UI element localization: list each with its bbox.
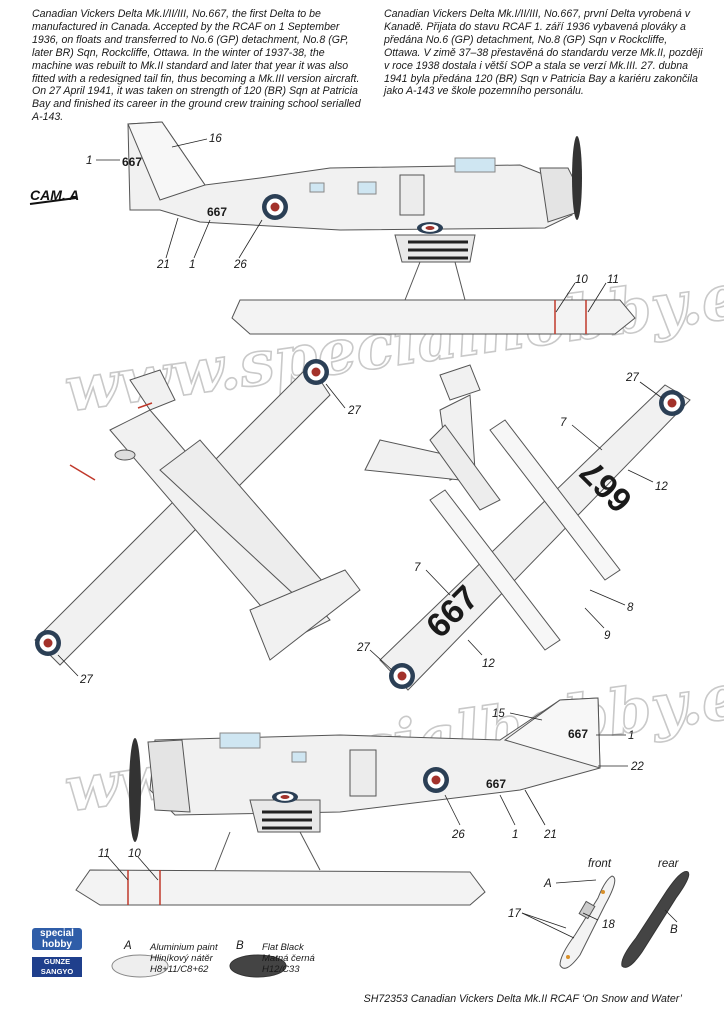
callout: 9 [604,630,611,642]
roundel-wing-bottom [272,791,298,803]
propeller-front-label: front [588,858,612,870]
callout: 7 [414,562,421,574]
callout: 10 [128,848,141,860]
callout: 26 [451,829,465,841]
footer-caption: SH72353 Canadian Vickers Delta Mk.II RCA… [363,993,682,1005]
callout: 1 [628,730,634,742]
callout: 18 [602,919,615,931]
callout: 27 [347,405,361,417]
callout: 27 [356,642,370,654]
registration-tail-top: 667 [122,155,142,169]
callout: 11 [98,848,110,860]
callout: 7 [560,417,567,429]
special-hobby-logo: special hobby [32,928,82,950]
callout: 21 [156,259,170,271]
propeller-rear-label: rear [658,858,680,870]
registration-fuselage-bottom: 667 [486,777,506,791]
callout: 1 [189,259,195,271]
roundel-fuselage-top [262,194,288,220]
legend-swatch-aluminium [111,954,169,978]
callout: 1 [86,155,92,167]
roundel-wing-left-b [35,630,61,656]
callout: 26 [233,259,247,271]
description-czech: Canadian Vickers Delta Mk.I/II/III, No.6… [384,8,703,98]
callout: 8 [627,602,634,614]
registration-fuselage-top: 667 [207,205,227,219]
callout: 1 [512,829,518,841]
callout: 27 [79,674,93,686]
callout: 21 [543,829,557,841]
callout: 16 [209,133,222,145]
callout: 15 [492,708,505,720]
plan-view-right [364,364,691,691]
legend-text-a: Aluminium paint Hliníkový nátěr H8+11/C8… [150,942,218,975]
roundel-wing-left-a [303,359,329,385]
roundel-wing-top [417,222,443,234]
callout: 10 [575,274,588,286]
callout: B [670,924,678,936]
legend-letter-b: B [236,940,244,952]
callout: A [543,878,552,890]
legend-text-b: Flat Black Matná černá H12/C33 [262,942,315,975]
callout: 12 [655,481,668,493]
propeller-rear [621,870,690,968]
callout: 12 [482,658,495,670]
roundel-wing-right-a [659,390,685,416]
description-english: Canadian Vickers Delta Mk.I/II/III, No.6… [32,8,361,124]
legend-letter-a: A [124,940,132,952]
plan-view-left [34,364,361,666]
callout: 27 [625,372,639,384]
callout: 22 [630,761,644,773]
side-view-bottom [75,697,601,906]
gunze-sangyo-logo: GUNZE SANGYO [32,957,82,977]
callout: 11 [607,274,619,286]
registration-tail-bottom: 667 [568,727,588,741]
roundel-fuselage-bottom [423,767,449,793]
callout: 17 [508,908,521,920]
propeller-front [559,875,616,969]
legend-swatch-black [229,954,287,978]
side-view-top [127,121,636,335]
roundel-wing-right-b [389,663,415,689]
